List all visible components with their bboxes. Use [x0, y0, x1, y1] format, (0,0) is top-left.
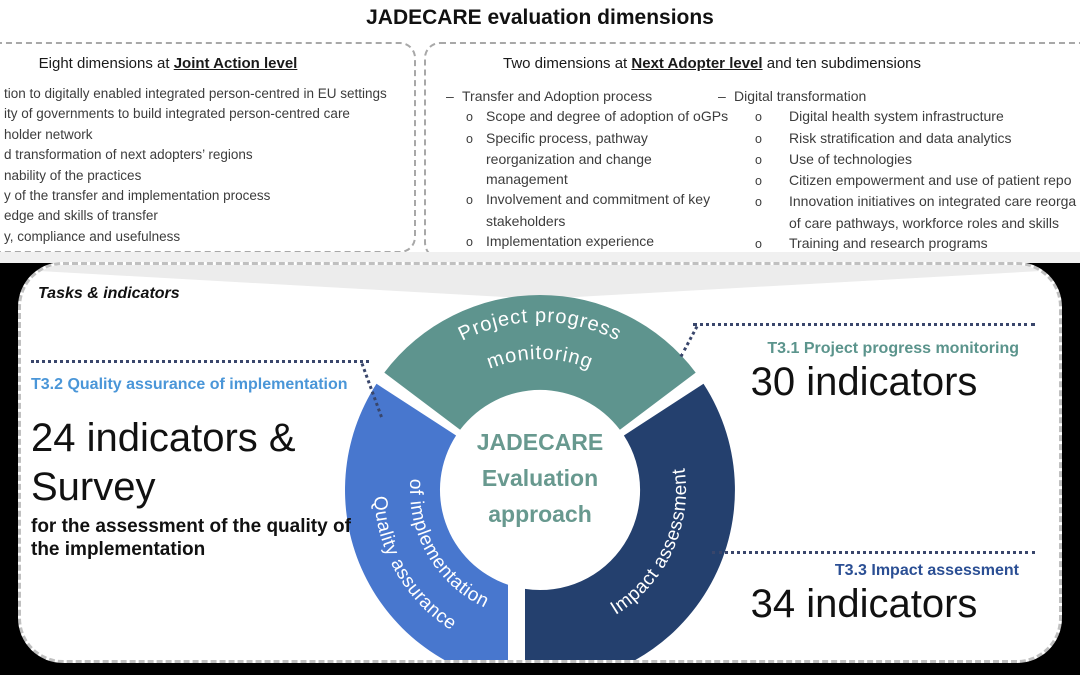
joint-action-list: tion to digitally enabled integrated per…: [4, 84, 387, 247]
list-item: o Specific process, pathway: [446, 128, 728, 149]
list-item-text: Training and research programs: [789, 235, 988, 252]
list-item: stakeholders: [446, 211, 728, 231]
circle-bullet: o: [755, 110, 762, 125]
list-item-text: management: [486, 171, 568, 188]
list-item-text: Use of technologies: [789, 150, 912, 167]
circle-bullet: o: [755, 174, 762, 189]
list-item-text: Involvement and commitment of key: [486, 191, 711, 208]
tasks-panel: Tasks & indicators Project progress: [18, 262, 1062, 663]
digital-transformation-column: –Digital transformation o Digital health …: [718, 86, 1076, 254]
donut-center-line3: approach: [488, 501, 592, 527]
dotted-leader-line: [693, 323, 1035, 326]
list-item: d transformation of next adopters’ regio…: [4, 147, 253, 163]
list-item-text: Specific process, pathway: [486, 129, 648, 146]
task-t33-count: 34 indicators: [750, 582, 978, 626]
list-item-text: reorganization and change: [486, 150, 652, 167]
column-heading: –Transfer and Adoption process: [446, 86, 728, 106]
list-item: o Use of technologies: [718, 149, 1076, 170]
circle-bullet: o: [755, 152, 762, 167]
task-t32-count: 24 indicators & Survey: [31, 416, 296, 509]
next-adopter-box: Two dimensions at Next Adopter level and…: [424, 42, 1080, 259]
list-item: o Digital health system infrastructure: [718, 106, 1076, 127]
task-t31-count: 30 indicators: [750, 360, 978, 404]
list-item: ity of governments to build integrated p…: [4, 106, 350, 122]
list-item: o Risk stratification and data analytics: [718, 128, 1076, 149]
circle-bullet: o: [466, 110, 473, 125]
list-item: o Scope and degree of adoption of oGPs: [446, 106, 728, 127]
segment-impact-assessment: [525, 383, 735, 660]
list-item: y of the transfer and implementation pro…: [4, 188, 271, 204]
list-item: o Training and research programs: [718, 233, 1076, 254]
dash-bullet: –: [718, 88, 726, 104]
dash-bullet: –: [446, 88, 454, 104]
list-item-text: Innovation initiatives on integrated car…: [789, 193, 1077, 210]
page-title: JADECARE evaluation dimensions: [366, 6, 714, 29]
list-item: holder network: [4, 126, 93, 142]
circle-bullet: o: [755, 195, 762, 210]
task-t33-block: T3.3 Impact assessment 34 indicators: [693, 551, 1035, 627]
donut-center-line1: JADECARE: [477, 429, 604, 455]
joint-action-heading-prefix: Eight dimensions at: [38, 55, 174, 72]
joint-action-heading-emphasis: Joint Action level: [173, 55, 298, 72]
list-item: nability of the practices: [4, 167, 142, 183]
list-item-text: Digital health system infrastructure: [789, 108, 1004, 125]
list-item: o Citizen empowerment and use of patient …: [718, 170, 1076, 191]
list-item: tion to digitally enabled integrated per…: [4, 86, 387, 101]
divider-band: [0, 252, 1080, 263]
list-item: o Implementation experience: [446, 231, 728, 252]
top-shading-wedge: [21, 265, 1059, 299]
next-adopter-heading-prefix: Two dimensions at: [503, 55, 632, 72]
next-adopter-heading: Two dimensions at Next Adopter level and…: [452, 55, 972, 72]
list-item: y, compliance and usefulness: [4, 228, 181, 244]
task-t31-label: T3.1 Project progress monitoring: [767, 340, 1019, 357]
evaluation-donut: Project progress monitoring Quality assu…: [345, 294, 735, 660]
column-heading-text: Transfer and Adoption process: [462, 88, 653, 104]
list-item: management: [446, 169, 728, 189]
list-item-text: stakeholders: [486, 212, 566, 229]
list-item: o Involvement and commitment of key: [446, 189, 728, 210]
segment-quality-assurance: [345, 383, 508, 660]
list-item: of care pathways, workforce roles and sk…: [718, 213, 1076, 233]
task-t33-label: T3.3 Impact assessment: [834, 562, 1019, 579]
tasks-section: Tasks & indicators Project progress: [0, 252, 1080, 675]
dotted-leader-line: [31, 360, 369, 363]
list-item-text: Scope and degree of adoption of oGPs: [486, 108, 729, 125]
donut-center-line2: Evaluation: [482, 465, 598, 491]
joint-action-box: Eight dimensions at Joint Action level t…: [0, 42, 416, 253]
column-heading: –Digital transformation: [718, 86, 1076, 106]
list-item: reorganization and change: [446, 149, 728, 169]
circle-bullet: o: [466, 193, 473, 208]
list-item-text: Citizen empowerment and use of patient r…: [789, 172, 1072, 189]
next-adopter-heading-suffix: and ten subdimensions: [762, 55, 921, 72]
next-adopter-heading-emphasis: Next Adopter level: [631, 55, 763, 72]
circle-bullet: o: [755, 237, 762, 252]
circle-bullet: o: [466, 235, 473, 250]
task-t32-label: T3.2 Quality assurance of implementation: [31, 376, 348, 393]
segment-project-progress-monitoring: [384, 294, 696, 430]
joint-action-heading: Eight dimensions at Joint Action level: [8, 55, 328, 72]
list-item-text: of care pathways, workforce roles and sk…: [789, 214, 1059, 231]
task-t31-block: T3.1 Project progress monitoring 30 indi…: [693, 323, 1035, 405]
list-item-text: Risk stratification and data analytics: [789, 129, 1012, 146]
circle-bullet: o: [755, 131, 762, 146]
circle-bullet: o: [466, 131, 473, 146]
list-item: o Innovation initiatives on integrated ca…: [718, 191, 1076, 212]
task-t32-description: for the assessment of the quality of the…: [31, 516, 351, 560]
list-item-text: Implementation experience: [486, 233, 655, 250]
dotted-leader-line: [712, 551, 1035, 554]
list-item: edge and skills of transfer: [4, 208, 158, 224]
tasks-indicators-label: Tasks & indicators: [38, 285, 180, 302]
column-heading-text: Digital transformation: [734, 88, 867, 104]
task-t32-block: T3.2 Quality assurance of implementation…: [31, 360, 376, 561]
